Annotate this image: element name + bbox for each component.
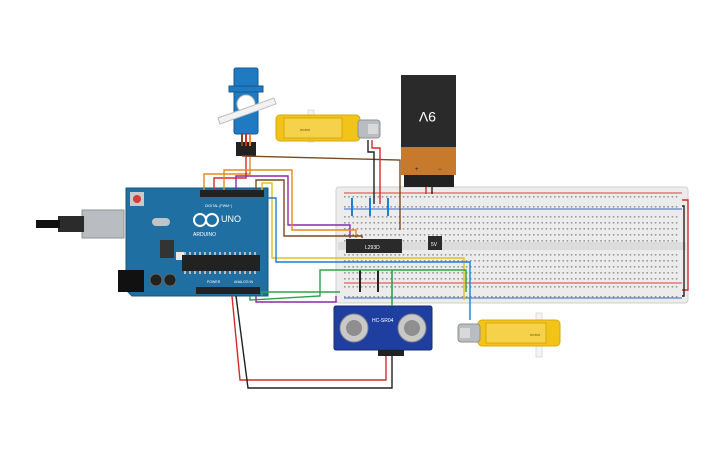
analog-header-text: ANALOG IN xyxy=(234,280,254,284)
ultrasonic-label: HC-SR04 xyxy=(372,318,394,324)
wire-yellow-4 xyxy=(261,182,465,300)
breadboard-holes xyxy=(344,196,678,298)
wire-motor-top-b xyxy=(367,140,375,204)
ultrasonic-sensor[interactable]: HC-SR04 xyxy=(333,305,433,356)
voltage-regulator[interactable]: 5V xyxy=(428,236,442,250)
wire-black-gnd xyxy=(235,295,393,389)
reset-button[interactable] xyxy=(133,195,141,203)
regulator-label: 5V xyxy=(431,242,438,248)
wire-purple-1 xyxy=(235,175,351,238)
dc-motor-bottom[interactable]: motor xyxy=(457,312,561,358)
arduino-logo-icon xyxy=(193,213,219,227)
motor-bottom-label: motor xyxy=(530,332,541,337)
driver-ic-label: L293D xyxy=(365,245,380,251)
wire-rail-black-right xyxy=(682,205,685,297)
battery-plus: + xyxy=(415,167,419,173)
wire-purple-analog xyxy=(255,296,337,303)
wire-motor-top-a xyxy=(371,140,381,204)
battery-label: 9V xyxy=(418,109,436,125)
arduino-brand-text: ARDUINO xyxy=(193,232,216,238)
wire-servo-signal xyxy=(203,156,251,190)
motor-top-label: motor xyxy=(300,127,311,132)
wire-servo-gnd xyxy=(241,155,401,230)
servo-horn xyxy=(217,97,277,125)
arduino-uno[interactable]: ARDUINO UNO DIGITAL (PWM~) POWER ANALOG … xyxy=(36,187,269,297)
servo-motor[interactable] xyxy=(217,67,277,156)
wires xyxy=(203,140,689,389)
wire-orange-2 xyxy=(223,169,357,238)
l293d-driver-ic[interactable]: L293D xyxy=(346,239,402,253)
wire-rail-red-right xyxy=(682,199,689,291)
wire-blue-5 xyxy=(268,197,471,320)
dc-motor-top[interactable]: motor xyxy=(275,109,381,143)
wire-green-analog xyxy=(261,291,340,296)
power-header-text: POWER xyxy=(207,280,221,284)
battery-9v[interactable]: 9V + − xyxy=(401,75,456,187)
battery-minus: − xyxy=(438,167,442,173)
digital-header-text: DIGITAL (PWM~) xyxy=(205,204,232,208)
arduino-model-text: UNO xyxy=(221,214,241,224)
breadboard[interactable] xyxy=(335,186,689,304)
wire-brown-3 xyxy=(255,179,363,238)
wire-red-5v xyxy=(231,295,387,381)
wire-green-2 xyxy=(249,269,467,301)
wire-servo-power xyxy=(213,156,247,190)
